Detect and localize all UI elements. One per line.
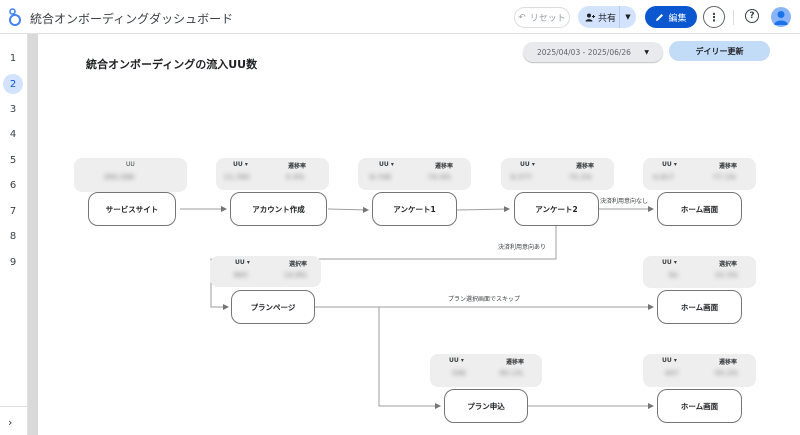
report-canvas: 統合オンボーディングの流入UU数 2025/04/03 - 2025/06/26…	[28, 34, 800, 435]
uu-value: 4,917	[653, 173, 675, 181]
page-4[interactable]: 4	[9, 128, 17, 140]
edit-button[interactable]: 編集	[645, 6, 697, 28]
edge-planpage-planapply	[378, 307, 441, 409]
node-account-create: アカウント作成	[230, 192, 327, 226]
stat-card-service-site: UU 265,596	[74, 158, 187, 192]
uu-value: 346	[452, 369, 466, 377]
top-bar: 統合オンボーディングダッシュボード ↶ リセット 共有 ▼ 編集 ⋮ ?	[0, 0, 800, 34]
page-2[interactable]: 2	[3, 74, 23, 94]
transition-rate-label: 遷移率	[506, 359, 525, 366]
rate-value: 4.4%	[286, 173, 305, 181]
reset-button[interactable]: ↶ リセット	[514, 7, 570, 28]
share-button[interactable]: 共有 ▼	[578, 6, 636, 28]
report-page: 統合オンボーディングの流入UU数 2025/04/03 - 2025/06/26…	[38, 34, 800, 435]
uu-value: 8,749	[370, 173, 392, 181]
rate-value: 10.3%	[715, 271, 739, 279]
uu-value: 993	[234, 271, 248, 279]
page-7[interactable]: 7	[9, 205, 17, 217]
node-survey1: アンケート1	[372, 192, 457, 226]
uu-value: 11,760	[224, 173, 250, 181]
daily-update-button[interactable]: デイリー更新	[669, 41, 770, 61]
looker-studio-logo-icon	[9, 8, 21, 26]
add-person-icon	[585, 13, 595, 21]
date-range-picker[interactable]: 2025/04/03 - 2025/06/26 ▼	[523, 42, 663, 62]
rate-value: 77.1%	[713, 173, 737, 181]
page-1[interactable]: 1	[9, 52, 17, 64]
rate-value: 50.2%	[715, 369, 739, 377]
share-main[interactable]: 共有	[578, 6, 620, 28]
uu-value: 447	[665, 369, 679, 377]
stat-card-home3: UU ▾ 遷移率 447 50.2%	[643, 354, 756, 387]
reset-label: リセット	[529, 14, 566, 24]
page-navigation: 1 2 3 4 5 6 7 8 9 ›	[0, 34, 28, 435]
stat-card-home2: UU ▾ 選択率 92 10.3%	[643, 256, 756, 288]
uu-label: UU ▾	[233, 161, 248, 168]
node-plan-apply: プラン申込	[444, 389, 528, 423]
uu-label: UU ▾	[662, 259, 677, 266]
pencil-icon	[656, 13, 664, 21]
stat-card-account-create: UU ▾ 遷移率 11,760 4.4%	[216, 158, 329, 190]
uu-label: UU ▾	[662, 161, 677, 168]
share-label: 共有	[598, 13, 617, 24]
uu-label: UU ▾	[520, 161, 535, 168]
node-plan-page: プランページ	[231, 290, 315, 324]
dropdown-arrow-icon: ▼	[644, 48, 649, 56]
help-icon[interactable]: ?	[745, 9, 759, 23]
stat-card-home1: UU ▾ 遷移率 4,917 77.1%	[643, 158, 756, 190]
report-title: 統合オンボーディングの流入UU数	[86, 58, 258, 71]
date-range-value: 2025/04/03 - 2025/06/26	[537, 47, 631, 57]
page-9[interactable]: 9	[9, 256, 17, 268]
uu-value: 6,577	[511, 173, 533, 181]
uu-label: UU ▾	[449, 357, 464, 364]
avatar[interactable]	[771, 7, 791, 27]
rate-value: 14.8%	[284, 271, 308, 279]
stat-card-plan-apply: UU ▾ 遷移率 346 83.1%	[430, 354, 542, 387]
uu-label: UU ▾	[235, 259, 250, 266]
uu-value: 92	[669, 271, 679, 279]
edge-label-no-payment: 決済利用意向なし	[600, 198, 649, 205]
edge-label-skip-plan: プラン選択画面でスキップ	[448, 296, 521, 303]
edge-survey1-survey2	[456, 206, 510, 213]
node-survey2: アンケート2	[514, 192, 599, 226]
node-home2: ホーム画面	[657, 290, 742, 324]
page-6[interactable]: 6	[9, 179, 17, 191]
transition-rate-label: 遷移率	[719, 359, 738, 366]
uu-label: UU ▾	[379, 161, 394, 168]
stat-card-survey1: UU ▾ 遷移率 8,749 74.4%	[358, 158, 471, 190]
stat-card-plan-page: UU ▾ 選択率 993 14.8%	[210, 256, 321, 287]
rate-value: 83.1%	[500, 369, 524, 377]
edit-label: 編集	[668, 13, 687, 24]
transition-rate-label: 遷移率	[288, 163, 307, 170]
node-home3: ホーム画面	[657, 389, 742, 423]
page-3[interactable]: 3	[9, 103, 17, 115]
transition-rate-label: 遷移率	[435, 163, 454, 170]
uu-value: 265,596	[104, 173, 135, 181]
report-name[interactable]: 統合オンボーディングダッシュボード	[30, 12, 234, 26]
account-icon	[774, 11, 788, 25]
page-8[interactable]: 8	[9, 230, 17, 242]
rate-value: 75.2%	[569, 173, 593, 181]
undo-icon: ↶	[518, 12, 526, 23]
more-options-icon[interactable]: ⋮	[703, 6, 725, 28]
node-service-site: サービスサイト	[88, 192, 176, 226]
stat-card-survey2: UU ▾ 遷移率 6,577 75.2%	[501, 158, 614, 190]
uu-label: UU	[126, 161, 135, 168]
share-dropdown-icon[interactable]: ▼	[625, 13, 631, 21]
transition-rate-label: 遷移率	[576, 163, 595, 170]
selection-rate-label: 選択率	[719, 261, 738, 268]
selection-rate-label: 選択率	[289, 261, 308, 268]
expand-panel-icon[interactable]: ›	[8, 416, 13, 429]
node-home1: ホーム画面	[657, 192, 742, 226]
edge-label-payment: 決済利用意向あり	[498, 244, 547, 251]
flow-connectors	[180, 206, 654, 409]
pagebar-divider	[0, 406, 28, 407]
transition-rate-label: 遷移率	[719, 163, 738, 170]
uu-label: UU ▾	[662, 357, 677, 364]
page-5[interactable]: 5	[9, 154, 17, 166]
edge-account-survey1	[327, 206, 369, 213]
rate-value: 74.4%	[428, 173, 452, 181]
toolbar-divider	[733, 10, 734, 25]
